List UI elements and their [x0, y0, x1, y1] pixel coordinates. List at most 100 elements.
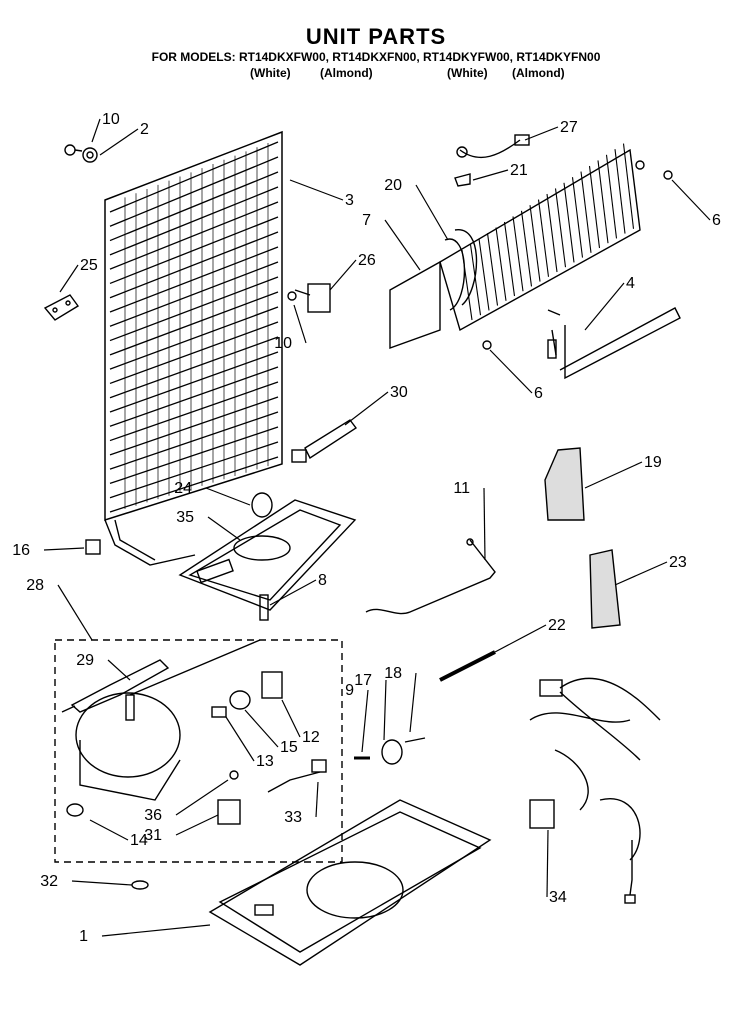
leader-line [584, 282, 625, 331]
callout-number: 6 [712, 212, 721, 229]
callout-number: 16 [12, 542, 30, 559]
callout-number: 11 [453, 480, 470, 497]
callout-number: 1 [79, 928, 88, 945]
leader-line [614, 561, 668, 586]
foam-block-19 [544, 447, 585, 521]
leader-line [289, 179, 344, 201]
color-label-almond-1: (Almond) [320, 66, 373, 80]
callout-number: 35 [176, 509, 194, 526]
clip-part-26 [287, 283, 331, 313]
capacitor-part-31 [217, 799, 241, 825]
leader-line [361, 689, 369, 753]
callout-number: 4 [626, 275, 635, 292]
callout-number: 24 [174, 480, 192, 497]
callout-number: 29 [76, 652, 94, 669]
leader-line [99, 128, 139, 156]
callout-number: 14 [130, 832, 148, 849]
leader-line [494, 624, 547, 653]
leader-line [57, 584, 93, 641]
leader-line [205, 487, 251, 506]
leader-line [101, 924, 211, 937]
leader-line [175, 779, 229, 816]
overload-part-15 [229, 690, 251, 710]
leader-line [483, 487, 486, 561]
callout-number: 10 [274, 335, 292, 352]
base-pan [208, 799, 492, 966]
clip-part-21 [454, 173, 471, 187]
screw-and-grommet [64, 144, 98, 163]
callout-number: 10 [102, 111, 120, 128]
leader-line [225, 716, 255, 762]
leader-line [546, 829, 549, 898]
callout-number: 23 [669, 554, 687, 571]
leader-line [293, 304, 307, 344]
callout-number: 33 [284, 809, 302, 826]
callout-number: 3 [345, 192, 354, 209]
callout-number: 7 [362, 212, 371, 229]
callout-number: 15 [280, 739, 298, 756]
diagram-title: UNIT PARTS [305, 24, 447, 49]
callout-number: 36 [144, 807, 162, 824]
callout-number: 12 [302, 729, 320, 746]
leader-line [89, 819, 129, 841]
wiring-harness [529, 677, 661, 904]
leader-line [91, 118, 101, 143]
leader-line [489, 349, 533, 394]
leader-line [415, 184, 449, 241]
callout-number: 6 [534, 385, 543, 402]
leader-line [207, 516, 241, 541]
callout-number: 30 [390, 384, 408, 401]
color-label-white-1: (White) [250, 66, 291, 80]
leader-line [671, 179, 711, 221]
callout-number: 18 [384, 665, 402, 682]
leader-line [269, 579, 317, 606]
color-label-white-2: (White) [447, 66, 488, 80]
callout-number: 34 [549, 889, 567, 906]
leader-line [315, 781, 319, 818]
bracket-part-25 [43, 294, 80, 321]
defrost-heater [547, 307, 681, 380]
models-line: FOR MODELS: RT14DKXFW00, RT14DKXFN00, RT… [151, 50, 601, 64]
leader-line [329, 259, 357, 291]
callout-number: 32 [40, 873, 58, 890]
evaporator [389, 143, 645, 349]
fan-part-17 [381, 739, 403, 765]
screw-part-6-top [663, 170, 673, 180]
wire-part-27 [456, 134, 530, 159]
color-label-almond-2: (Almond) [512, 66, 565, 80]
callout-number: 9 [345, 682, 354, 699]
rod-part-11 [365, 538, 496, 615]
screw-part-18 [404, 737, 426, 743]
callout-number: 13 [256, 753, 274, 770]
leader-line [244, 709, 279, 748]
callout-number: 2 [140, 121, 149, 138]
leader-line [584, 461, 643, 489]
callout-number: 19 [644, 454, 662, 471]
leader-line [71, 880, 133, 886]
wire-part-22 [439, 650, 496, 682]
callout-number: 8 [318, 572, 327, 589]
leader-line [409, 672, 417, 733]
leader-line [344, 391, 389, 426]
compressor-group-box [54, 639, 343, 863]
condenser-coil [104, 130, 283, 566]
clip-part-16 [85, 539, 101, 555]
sensor-part-30 [291, 419, 358, 463]
drain-pan [178, 492, 357, 611]
leader-line [384, 219, 421, 271]
callout-number: 17 [354, 672, 372, 689]
compressor [66, 639, 261, 817]
callout-number: 20 [384, 177, 402, 194]
screw-part-36 [229, 770, 239, 780]
wire-part-33 [267, 759, 327, 793]
callout-number: 25 [80, 257, 98, 274]
leader-line [281, 699, 301, 738]
callout-number: 26 [358, 252, 376, 269]
leader-line [43, 547, 85, 551]
clip-part-32 [131, 880, 149, 890]
leader-line [472, 169, 509, 181]
callout-number: 28 [26, 577, 44, 594]
callout-number: 27 [560, 119, 578, 136]
callout-number: 31 [144, 827, 162, 844]
